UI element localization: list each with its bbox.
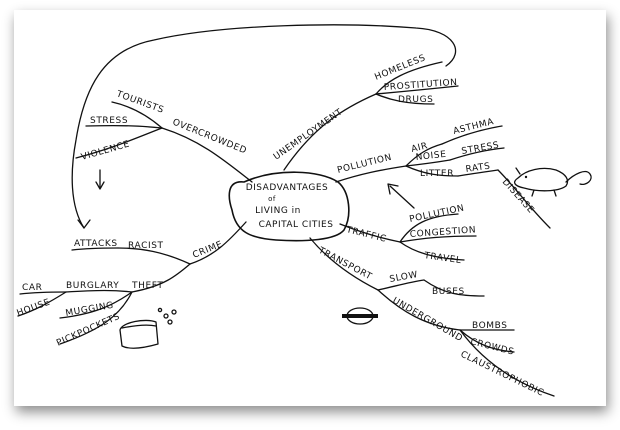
overcrowded-branch	[161, 127, 253, 183]
crime-branch	[189, 221, 247, 265]
bombs-label: BOMBS	[472, 321, 508, 331]
crime-label: CRIME	[191, 240, 224, 261]
disease-label: DISEASE	[500, 177, 536, 215]
underground-label: UNDERGROUND	[391, 296, 465, 344]
house-branch	[17, 291, 67, 317]
center-title-line3: LIVING in	[255, 206, 301, 216]
rat-icon	[513, 167, 592, 197]
litter-label: LITTER	[420, 169, 454, 179]
traffic-branch	[339, 223, 401, 243]
unemployment-label: UNEMPLOYMENT	[272, 107, 345, 162]
asthma-label: ASTHMA	[452, 117, 495, 137]
air-branch	[405, 143, 443, 167]
slow-label: SLOW	[389, 270, 419, 285]
rats-branch	[457, 169, 499, 177]
mind-map-frame: DISADVANTAGES of LIVING in CAPITAL CITIE…	[14, 10, 606, 406]
rats-label: RATS	[465, 162, 491, 175]
traffic-label: TRAFFIC	[344, 225, 387, 245]
loop-arrowhead	[77, 219, 91, 229]
theft-branch	[131, 263, 191, 293]
violence-branch	[75, 127, 163, 159]
attacks-label: ATTACKS	[74, 239, 118, 249]
burglary-branch	[65, 289, 133, 293]
theft-label: THEFT	[131, 281, 163, 291]
stress2-label: STRESS	[461, 140, 500, 156]
prostitution-label: PROSTITUTION	[384, 78, 458, 93]
tourists-branch	[111, 101, 163, 129]
car-branch	[19, 291, 67, 295]
attacks-branch	[71, 247, 119, 251]
congestion-branch	[399, 235, 477, 243]
claustrophobic-label: CLAUSTROPHOBIC	[459, 350, 546, 399]
traffic-pollution-branch	[399, 213, 459, 243]
homeless-branch	[375, 61, 443, 95]
wallet-icon	[119, 307, 177, 349]
loop-connector	[71, 24, 457, 229]
racist-label: RACIST	[128, 241, 164, 251]
unemployment-branch	[283, 93, 377, 171]
buses-branch	[423, 279, 485, 297]
litter-branch	[405, 165, 459, 177]
burglary-label: BURGLARY	[66, 281, 119, 291]
car-label: CAR	[22, 283, 43, 293]
claustrophobic-branch	[459, 329, 555, 397]
mind-map-canvas: DISADVANTAGES of LIVING in CAPITAL CITIE…	[16, 24, 592, 399]
pickpockets-branch	[59, 291, 133, 345]
racist-branch	[117, 247, 191, 265]
transport-label: TRANSPORT	[316, 245, 374, 282]
transport-branch	[309, 237, 379, 291]
stress2-branch	[449, 147, 505, 161]
crowds-branch	[459, 329, 515, 353]
congestion-label: CONGESTION	[410, 225, 477, 240]
pollution-branch	[335, 165, 407, 183]
travel-label: TRAVEL	[423, 251, 462, 266]
house-label: HOUSE	[16, 298, 52, 319]
stress-branch	[85, 124, 163, 129]
travel-branch	[399, 241, 465, 261]
air-label: AIR	[410, 141, 429, 155]
disease-branch	[497, 169, 551, 229]
drugs-label: DRUGS	[398, 95, 433, 105]
center-title-line2: of	[268, 195, 276, 203]
pollution-label: POLLUTION	[336, 153, 393, 176]
prostitution-branch	[375, 85, 459, 95]
traffic-pollution-label: POLLUTION	[409, 203, 466, 224]
center-bubble	[228, 171, 350, 242]
drugs-branch	[375, 93, 435, 105]
buses-label: BUSES	[432, 287, 465, 297]
asthma-branch	[441, 125, 503, 145]
noise-branch	[405, 159, 451, 167]
traffic-to-pollution-arrow	[389, 185, 415, 209]
stress-label: STRESS	[90, 116, 128, 126]
mugging-branch	[59, 291, 133, 319]
noise-label: NOISE	[415, 150, 447, 163]
down-arrowhead	[95, 181, 105, 190]
underground-branch	[377, 289, 461, 331]
center-title-line1: DISADVANTAGES	[246, 183, 329, 193]
underground-roundel-icon	[342, 307, 378, 325]
center-title-line4: CAPITAL CITIES	[259, 220, 334, 230]
violence-label: VIOLENCE	[80, 139, 131, 162]
traffic-to-pollution-arrowhead	[387, 183, 399, 195]
slow-branch	[377, 279, 425, 291]
crowds-label: CROWDS	[469, 337, 515, 358]
